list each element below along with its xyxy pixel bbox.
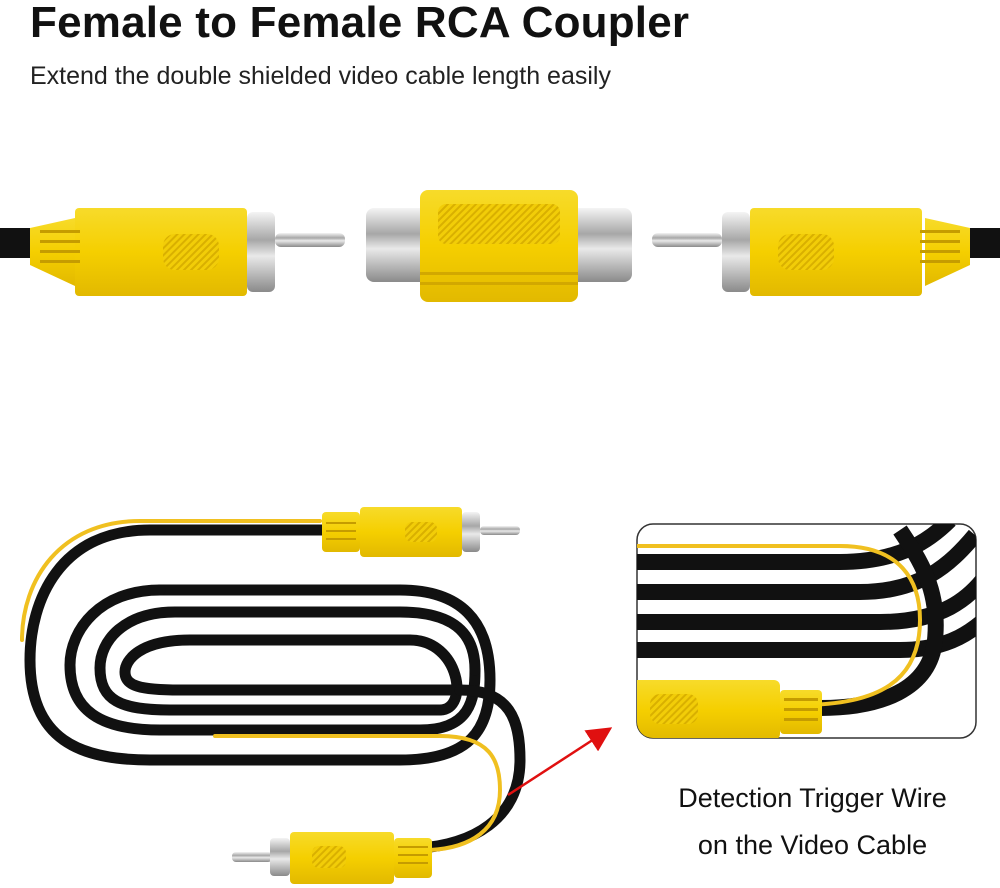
coil-upper-plug xyxy=(322,507,520,557)
coil-lower-plug xyxy=(232,832,432,884)
inset-zoom-view xyxy=(636,523,977,739)
page-subtitle: Extend the double shielded video cable l… xyxy=(30,62,611,90)
trigger-wire-coil xyxy=(20,519,503,852)
callout-line-2: on the Video Cable xyxy=(697,830,928,860)
rca-coupler xyxy=(366,190,632,302)
callout-caption: Detection Trigger Wire on the Video Cabl… xyxy=(640,775,985,869)
left-male-plug xyxy=(0,208,345,296)
callout-line-1: Detection Trigger Wire xyxy=(678,783,947,813)
pointer-arrow xyxy=(507,727,613,797)
right-male-plug xyxy=(652,208,1000,296)
coiled-cable xyxy=(24,524,526,854)
page-title: Female to Female RCA Coupler xyxy=(30,0,690,47)
